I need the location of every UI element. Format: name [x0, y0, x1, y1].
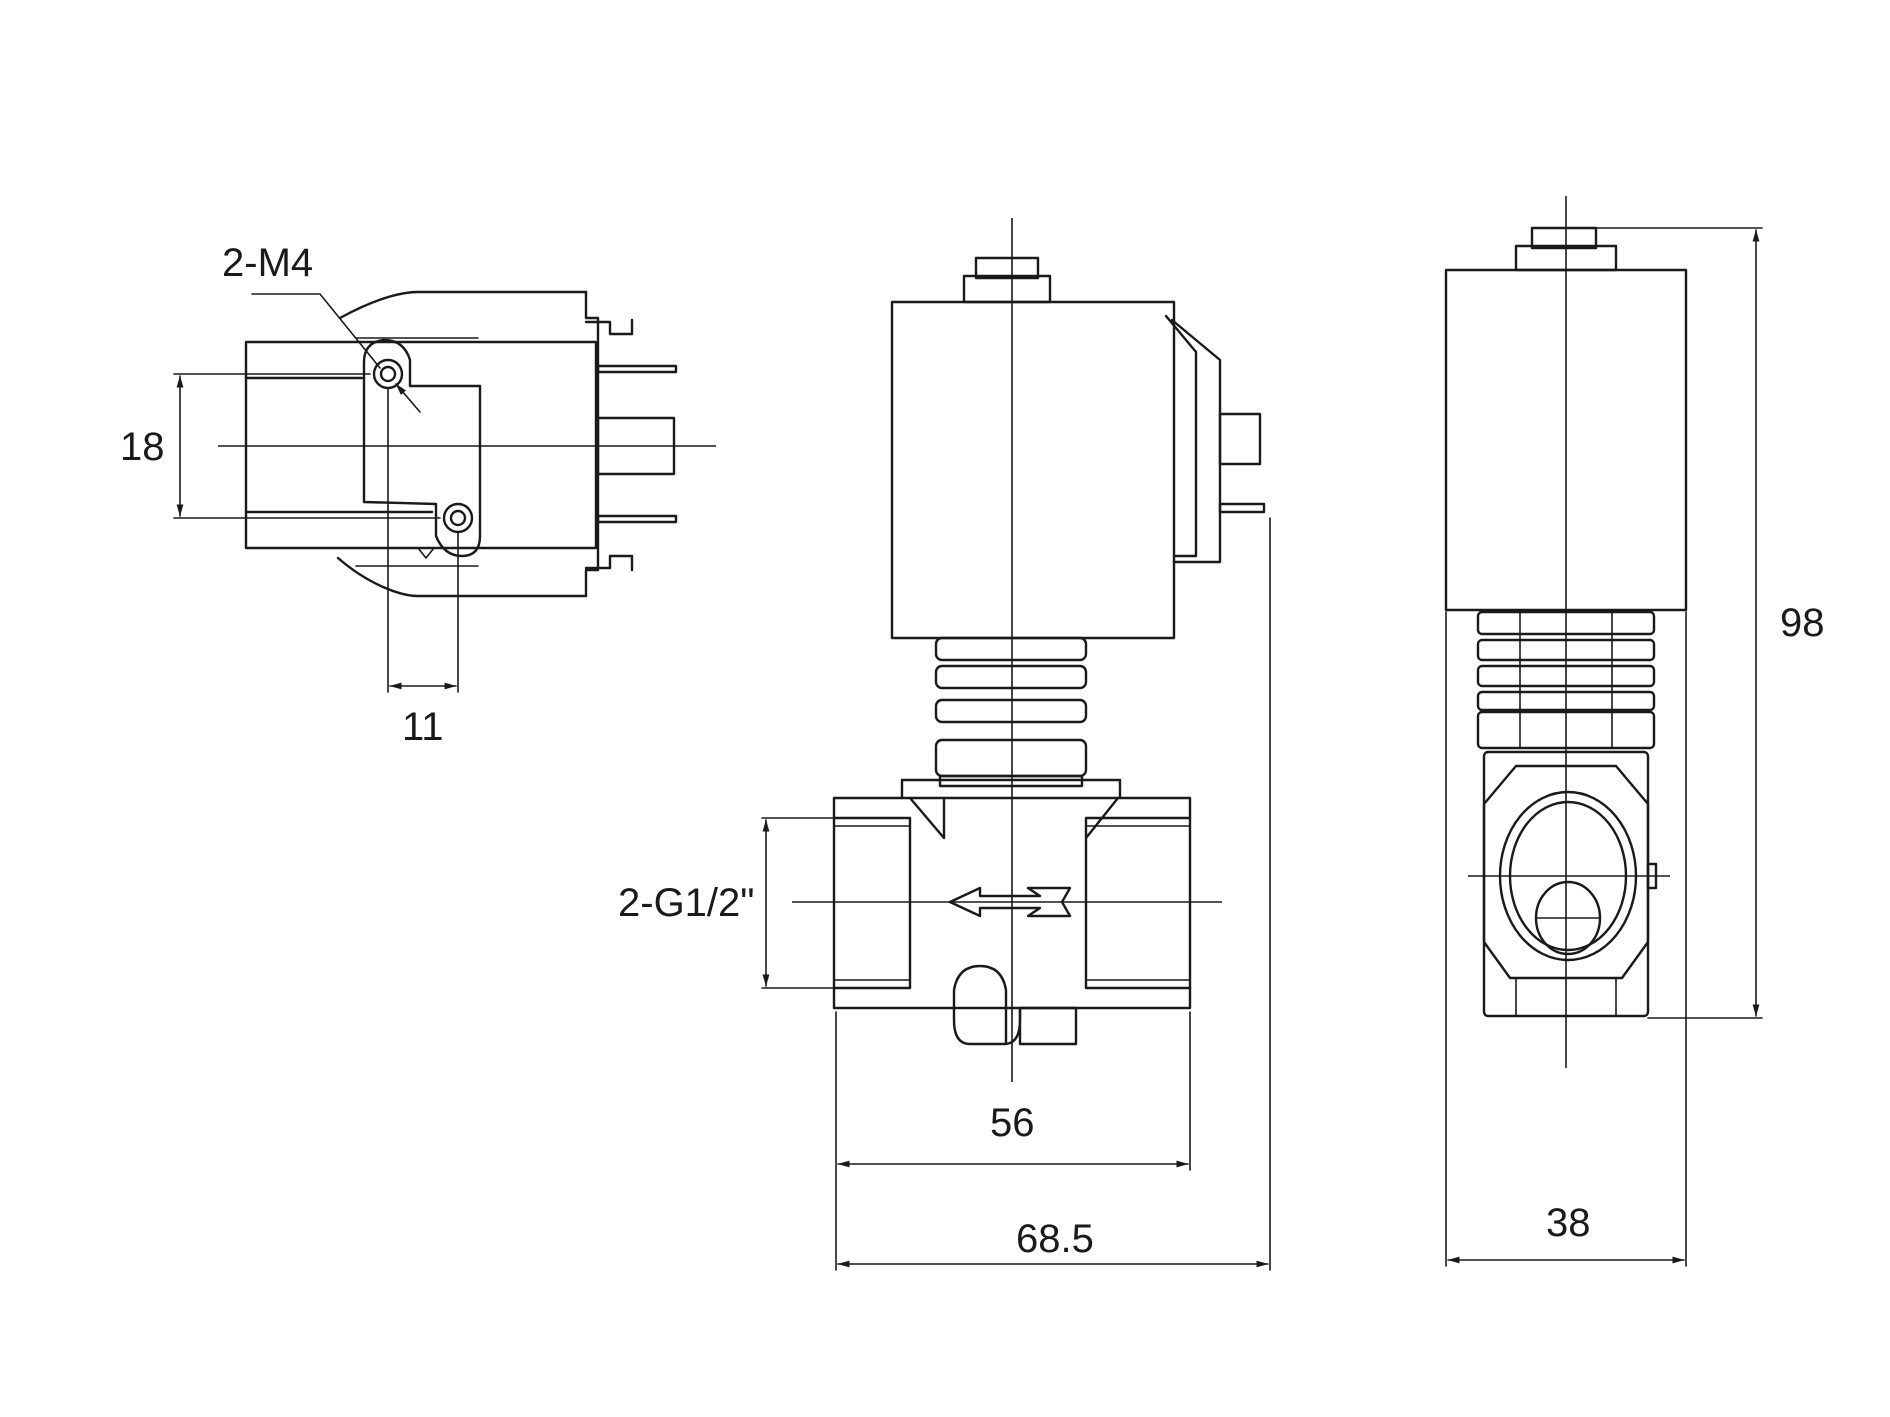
- label-98: 98: [1780, 601, 1825, 645]
- front-view: [761, 218, 1271, 1271]
- side-view: [1444, 196, 1763, 1267]
- label-2-m4: 2-M4: [222, 241, 313, 285]
- label-38: 38: [1546, 1201, 1591, 1245]
- label-18: 18: [120, 425, 165, 469]
- top-view: [173, 290, 716, 693]
- label-68-5: 68.5: [1016, 1217, 1094, 1261]
- label-11: 11: [402, 705, 444, 749]
- label-2-g1-2: 2-G1/2": [618, 881, 754, 925]
- label-56: 56: [990, 1101, 1035, 1145]
